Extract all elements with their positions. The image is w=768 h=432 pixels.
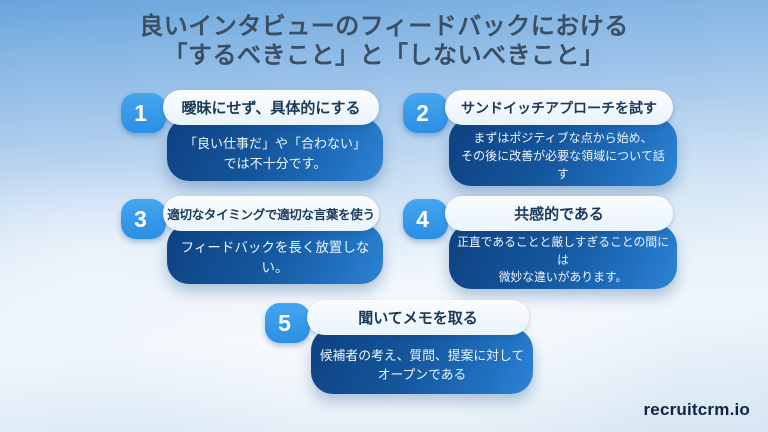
step-card-4: 4 共感的である 正直であることと厳しすぎることの間には 微妙な違いがあります。 (403, 196, 677, 289)
brand-logo: recruitcrm.io (643, 400, 750, 419)
step-heading: サンドイッチアプローチを試す (445, 90, 673, 125)
step-description-panel: 候補者の考え、質問、提案に対して オープンである (311, 328, 533, 394)
page-title-line-1: 良いインタビューのフィードバックにおける (139, 13, 629, 40)
step-number-badge: 1 (121, 93, 166, 133)
step-description-panel: まずはポジティブな点から始め、 その後に改善が必要な領域について話す (449, 118, 677, 186)
page-title-line-2: 「するべきこと」と「しないべきこと」 (163, 42, 605, 70)
step-description: フィードバックを長く放置しない。 (180, 239, 370, 275)
step-card-2: 2 サンドイッチアプローチを試す まずはポジティブな点から始め、 その後に改善が… (403, 90, 677, 186)
step-description: 「良い仕事だ」や「合わない」 では不十分です。 (183, 136, 366, 171)
step-number-badge: 2 (403, 93, 448, 133)
step-heading: 適切なタイミングで適切な言葉を使う (163, 196, 379, 231)
step-heading: 曖昧にせず、具体的にする (163, 90, 379, 125)
step-number-badge: 3 (121, 199, 166, 239)
step-heading: 聞いてメモを取る (307, 300, 529, 335)
step-description: 候補者の考え、質問、提案に対して オープンである (319, 347, 525, 382)
step-card-1: 1 曖昧にせず、具体的にする 「良い仕事だ」や「合わない」 では不十分です。 (121, 90, 383, 181)
step-description-panel: 「良い仕事だ」や「合わない」 では不十分です。 (167, 118, 383, 181)
step-heading: 共感的である (445, 196, 673, 231)
page-title: 良いインタビューのフィードバックにおける 「するべきこと」と「しないべきこと」 (0, 12, 768, 71)
step-description: まずはポジティブな点から始め、 その後に改善が必要な領域について話す (461, 131, 665, 181)
step-description: 正直であることと厳しすぎることの間には 微妙な違いがあります。 (457, 234, 669, 285)
step-number-badge: 4 (403, 199, 448, 239)
step-number-badge: 5 (265, 303, 310, 343)
step-card-5: 5 聞いてメモを取る 候補者の考え、質問、提案に対して オープンである (265, 300, 533, 394)
step-description-panel: フィードバックを長く放置しない。 (167, 224, 383, 284)
step-description-panel: 正直であることと厳しすぎることの間には 微妙な違いがあります。 (449, 224, 677, 289)
step-card-3: 3 適切なタイミングで適切な言葉を使う フィードバックを長く放置しない。 (121, 196, 383, 284)
